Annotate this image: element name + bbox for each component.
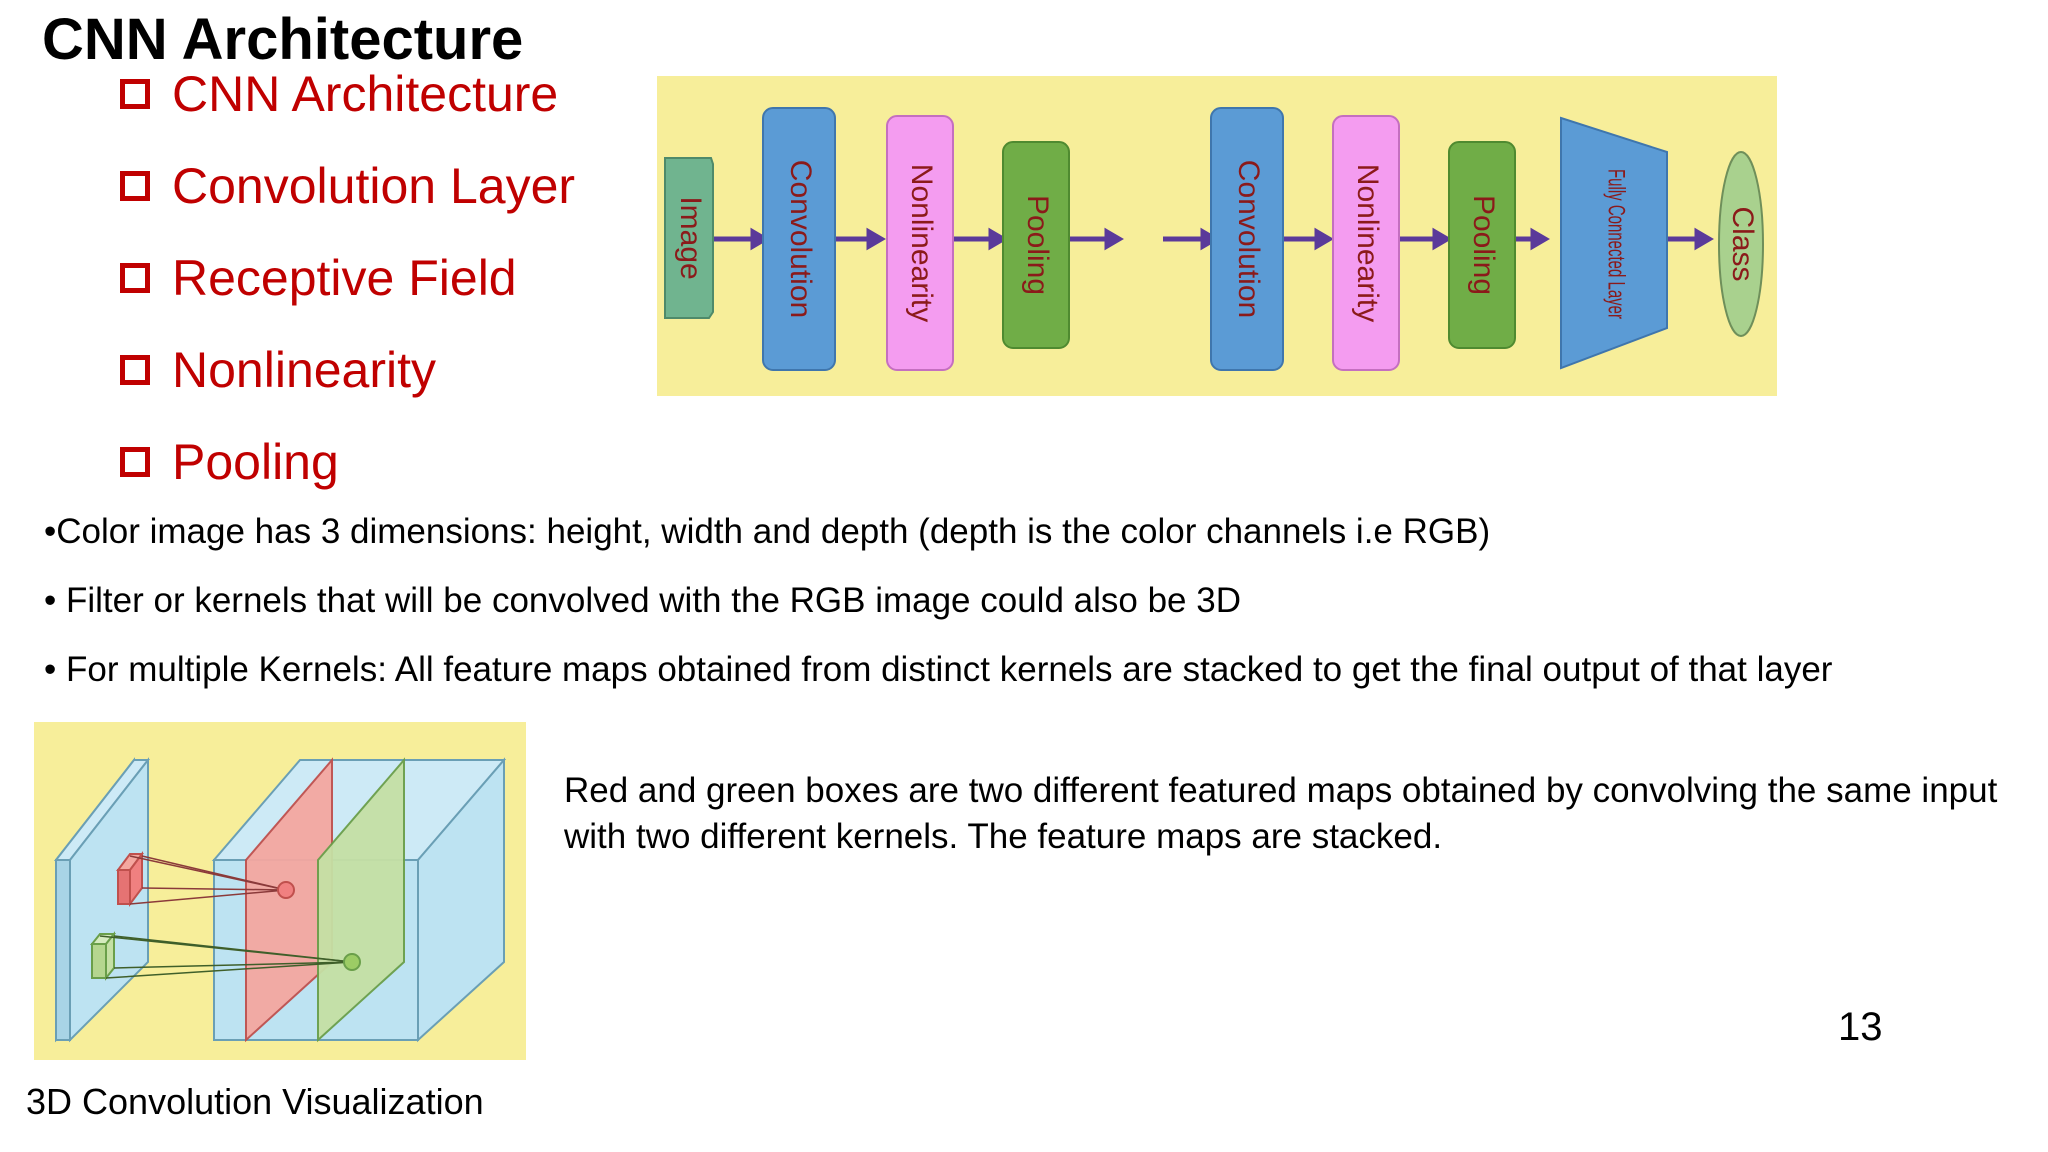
topic-label: Convolution Layer	[172, 158, 576, 214]
topic-label: Pooling	[172, 434, 339, 490]
fully-connected-label: Fully Connected Layer	[1603, 169, 1630, 319]
red-output-point	[277, 881, 295, 899]
green-output-point	[343, 953, 361, 971]
bullet-item: •Color image has 3 dimensions: height, w…	[44, 512, 1491, 551]
arrow-head	[1694, 227, 1714, 251]
fully-connected-block	[1560, 116, 1668, 370]
checkbox-icon	[120, 355, 150, 385]
arrow-head	[1432, 227, 1452, 251]
nonlinearity-block-2	[1332, 115, 1400, 371]
pipeline-label: Convolution	[784, 160, 817, 318]
arrow-head	[988, 227, 1008, 251]
pooling-block-2	[1448, 141, 1516, 349]
pooling-block-1	[1002, 141, 1070, 349]
image-block	[664, 157, 714, 319]
checkbox-icon	[120, 447, 150, 477]
topic-item: Pooling	[120, 432, 575, 492]
topic-list: CNN Architecture Convolution Layer Recep…	[120, 64, 575, 524]
pipeline-label: Pooling	[1467, 195, 1500, 295]
arrow-head	[1314, 227, 1334, 251]
convolution-block-2	[1210, 107, 1284, 371]
cnn-pipeline-diagram: Image Convolution Nonlinearity Pooling C…	[657, 76, 1777, 396]
red-projection-lines	[129, 855, 287, 905]
arrow-head	[1104, 227, 1124, 251]
visualization-caption: 3D Convolution Visualization	[26, 1081, 484, 1122]
bullet-item: • For multiple Kernels: All feature maps…	[44, 650, 1833, 689]
topic-label: Receptive Field	[172, 250, 517, 306]
checkbox-icon	[120, 171, 150, 201]
bullet-item: • Filter or kernels that will be convolv…	[44, 581, 1241, 620]
checkbox-icon	[120, 263, 150, 293]
topic-item: CNN Architecture	[120, 64, 575, 124]
pipeline-label: Nonlinearity	[905, 164, 938, 322]
arrow-head	[1530, 227, 1550, 251]
arrow-head	[866, 227, 886, 251]
convolution-block-1	[762, 107, 836, 371]
topic-label: CNN Architecture	[172, 66, 559, 122]
topic-item: Convolution Layer	[120, 156, 575, 216]
slide-title: CNN Architecture	[42, 7, 524, 72]
green-feature-map	[317, 757, 405, 1043]
pipeline-arrows	[713, 227, 1714, 251]
bullet-list: •Color image has 3 dimensions: height, w…	[44, 510, 1832, 717]
topic-item: Nonlinearity	[120, 340, 575, 400]
pipeline-label: Pooling	[1021, 195, 1054, 295]
pipeline-label: Image	[674, 196, 707, 279]
class-block	[1718, 151, 1764, 337]
input-volume	[53, 757, 151, 1043]
nonlinearity-block-1	[886, 115, 954, 371]
arrow-head	[750, 227, 770, 251]
topic-item: Receptive Field	[120, 248, 575, 308]
pipeline-label: Convolution	[1232, 160, 1265, 318]
3d-convolution-visualization	[34, 722, 526, 1060]
green-kernel	[89, 931, 117, 981]
green-projection-lines	[99, 935, 353, 979]
visualization-description: Red and green boxes are two different fe…	[564, 771, 1998, 856]
pipeline-label: Class	[1726, 206, 1759, 281]
page-number: 13	[1838, 1005, 1883, 1049]
topic-label: Nonlinearity	[172, 342, 437, 398]
arrow-head	[1200, 227, 1220, 251]
checkbox-icon	[120, 79, 150, 109]
pipeline-label: Nonlinearity	[1351, 164, 1384, 322]
